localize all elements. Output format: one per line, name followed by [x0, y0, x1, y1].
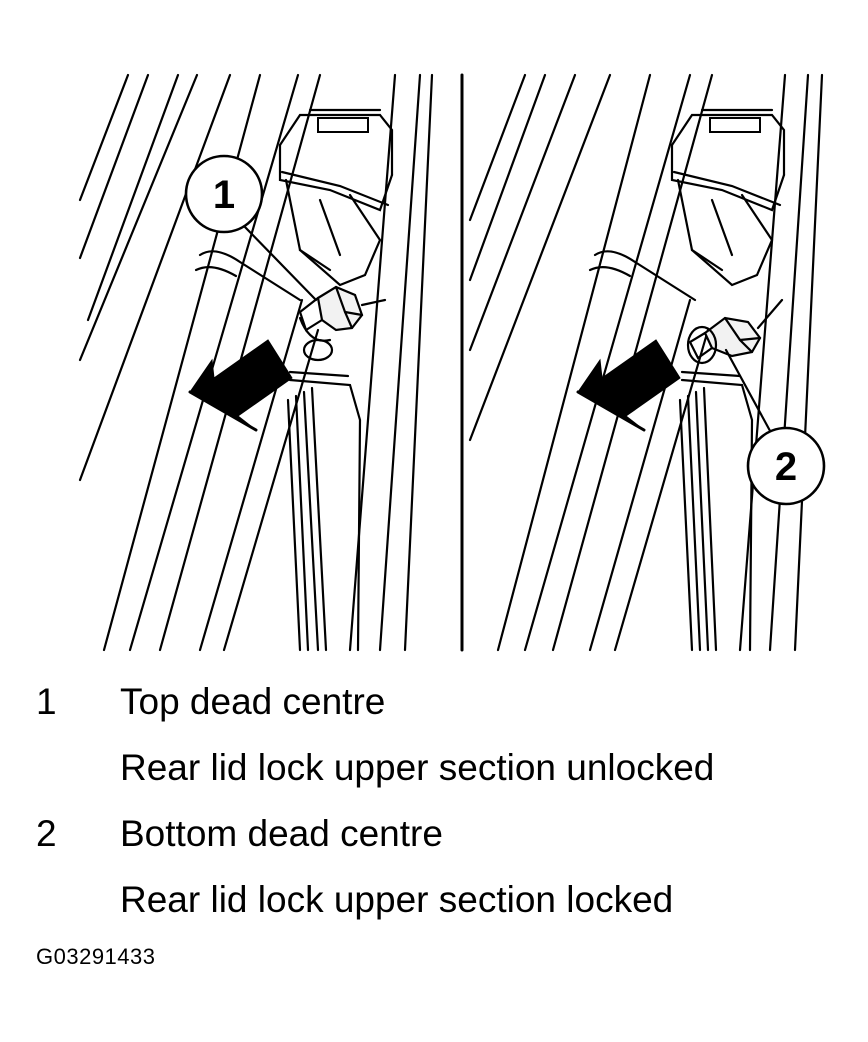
direction-arrow-icon-left — [189, 339, 293, 431]
left-panel-drawing — [78, 73, 434, 652]
legend-description: Rear lid lock upper section locked — [120, 879, 674, 920]
legend-title: Top dead centre — [120, 681, 386, 722]
legend-item: 1 Top dead centre — [36, 680, 836, 746]
callout-2-label: 2 — [775, 445, 797, 489]
legend-number: 2 — [36, 813, 57, 854]
lock-illustration: 1 2 — [78, 73, 826, 652]
right-panel-drawing — [468, 73, 826, 652]
legend-description: Rear lid lock upper section unlocked — [120, 747, 715, 788]
legend-number: 1 — [36, 681, 57, 722]
callout-1-label: 1 — [213, 173, 235, 217]
legend-item: 2 Bottom dead centre — [36, 812, 836, 878]
legend-title: Bottom dead centre — [120, 813, 443, 854]
figure-id: G03291433 — [36, 944, 156, 969]
legend: 1 Top dead centre Rear lid lock upper se… — [36, 680, 836, 944]
direction-arrow-icon-right — [577, 339, 681, 431]
legend-description-row: Rear lid lock upper section locked — [36, 878, 836, 944]
legend-description-row: Rear lid lock upper section unlocked — [36, 746, 836, 812]
